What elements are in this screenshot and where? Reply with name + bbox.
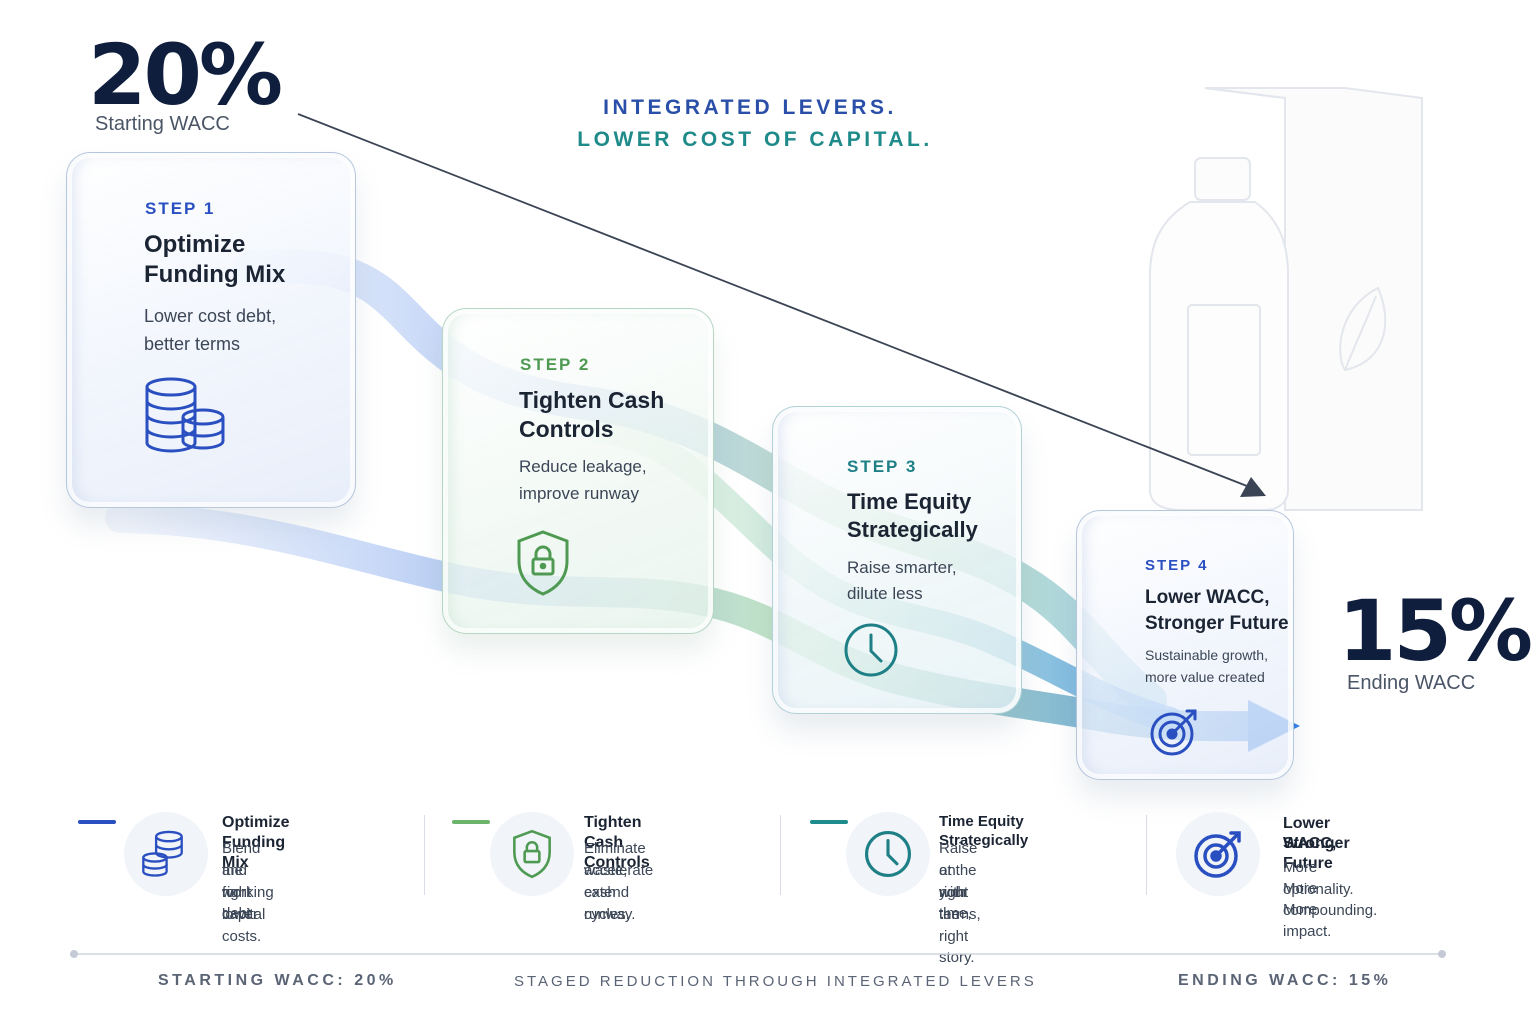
shield-lock-icon	[517, 530, 569, 596]
starting-wacc-label: Starting WACC	[95, 113, 230, 135]
legend-title-line-2: Stronger Future	[1283, 835, 1350, 872]
step-card-4: STEP 4 Lower WACC, Stronger Future Susta…	[1076, 510, 1294, 780]
coins-icon	[145, 377, 225, 453]
legend-desc-line-2: More compounding.	[1283, 880, 1378, 919]
legend-desc-line-1: Raise at the right time,	[939, 840, 978, 923]
legend-desc-line-1: Blend the right debt	[222, 840, 261, 923]
legend-icon-circle	[490, 812, 574, 896]
legend-title-line-1: Lower WACC,	[1283, 815, 1337, 852]
step-desc-line-1: Raise smarter,	[847, 558, 957, 577]
ending-wacc-label: Ending WACC	[1347, 672, 1476, 694]
step-label: STEP 4	[1145, 557, 1209, 574]
legend-desc-line-1: More optionality.	[1283, 859, 1354, 898]
step-title-line-1: Time Equity	[847, 489, 972, 514]
step-title-line-1: Optimize	[144, 231, 246, 258]
headline-line-1: INTEGRATED LEVERS.	[603, 96, 897, 119]
footer-starting-wacc: STARTING WACC: 20%	[158, 972, 397, 989]
legend-icon-circle	[846, 812, 930, 896]
legend-desc-line-3: for lower costs.	[222, 884, 262, 945]
legend-color-bar	[452, 820, 490, 824]
step-title-line-1: Lower WACC,	[1145, 587, 1270, 608]
step-title-line-2: Strategically	[847, 517, 978, 542]
decline-arrowhead	[1240, 477, 1266, 497]
decline-arrow-line	[297, 113, 1253, 489]
step-label: STEP 2	[520, 355, 591, 374]
legend-divider	[780, 815, 781, 895]
legend-desc-line-1: Eliminate waste,	[584, 840, 646, 879]
step-desc-line-1: Reduce leakage,	[519, 457, 647, 476]
footer-caption: STAGED REDUCTION THROUGH INTEGRATED LEVE…	[514, 973, 1037, 990]
ending-wacc-value: 15%	[1338, 582, 1533, 680]
step-desc-line-2: more value created	[1145, 669, 1265, 685]
legend-color-bar	[810, 820, 848, 824]
target-icon	[1194, 831, 1241, 878]
step-title-line-1: Tighten Cash	[519, 387, 665, 413]
clock-icon	[844, 623, 898, 677]
legend-divider	[1146, 815, 1147, 895]
step-label: STEP 3	[847, 457, 918, 476]
footer-timeline	[70, 950, 1446, 958]
headline-line-2: LOWER COST OF CAPITAL.	[577, 128, 933, 151]
step-title-line-2: Controls	[519, 416, 614, 442]
legend-desc-line-2: and working capital	[222, 862, 274, 923]
legend-desc-line-2: accelerate cash cycles,	[584, 862, 654, 923]
legend-title: Time Equity Strategically	[939, 813, 1029, 849]
legend-icon-circle	[124, 812, 208, 896]
product-silhouette-illustration	[1149, 87, 1423, 511]
legend-title: Optimize Funding Mix	[222, 814, 290, 871]
step-card-2: STEP 2 Tighten Cash Controls Reduce leak…	[442, 308, 714, 634]
step-card-1: STEP 1 Optimize Funding Mix Lower cost d…	[66, 152, 356, 508]
footer-ending-wacc: ENDING WACC: 15%	[1178, 972, 1392, 989]
legend-desc-line-3: extend runway.	[584, 884, 636, 923]
shield-lock-icon	[513, 829, 551, 879]
step-desc-line-1: Sustainable growth,	[1145, 647, 1268, 663]
starting-wacc-value: 20%	[88, 26, 283, 124]
coins-icon	[142, 830, 183, 877]
clock-icon	[865, 831, 911, 877]
legend-divider	[424, 815, 425, 895]
legend-desc-line-2: on your terms,	[939, 862, 981, 923]
step-desc-line-1: Lower cost debt,	[144, 306, 277, 326]
step-card-3: STEP 3 Time Equity Strategically Raise s…	[772, 406, 1022, 714]
step-desc-line-2: dilute less	[847, 584, 923, 603]
legend-title: Tighten Cash Controls	[584, 814, 650, 871]
step-label: STEP 1	[145, 199, 216, 218]
target-icon	[1150, 709, 1197, 756]
ribbon-upper	[233, 249, 1167, 717]
legend-color-bar	[78, 820, 116, 824]
step-desc-line-2: better terms	[144, 334, 241, 354]
legend-icon-circle	[1176, 812, 1260, 896]
step-title-line-2: Stronger Future	[1145, 613, 1289, 634]
step-title-line-2: Funding Mix	[144, 261, 286, 288]
step-desc-line-2: improve runway	[519, 484, 639, 503]
legend-desc-line-3: More impact.	[1283, 901, 1332, 940]
